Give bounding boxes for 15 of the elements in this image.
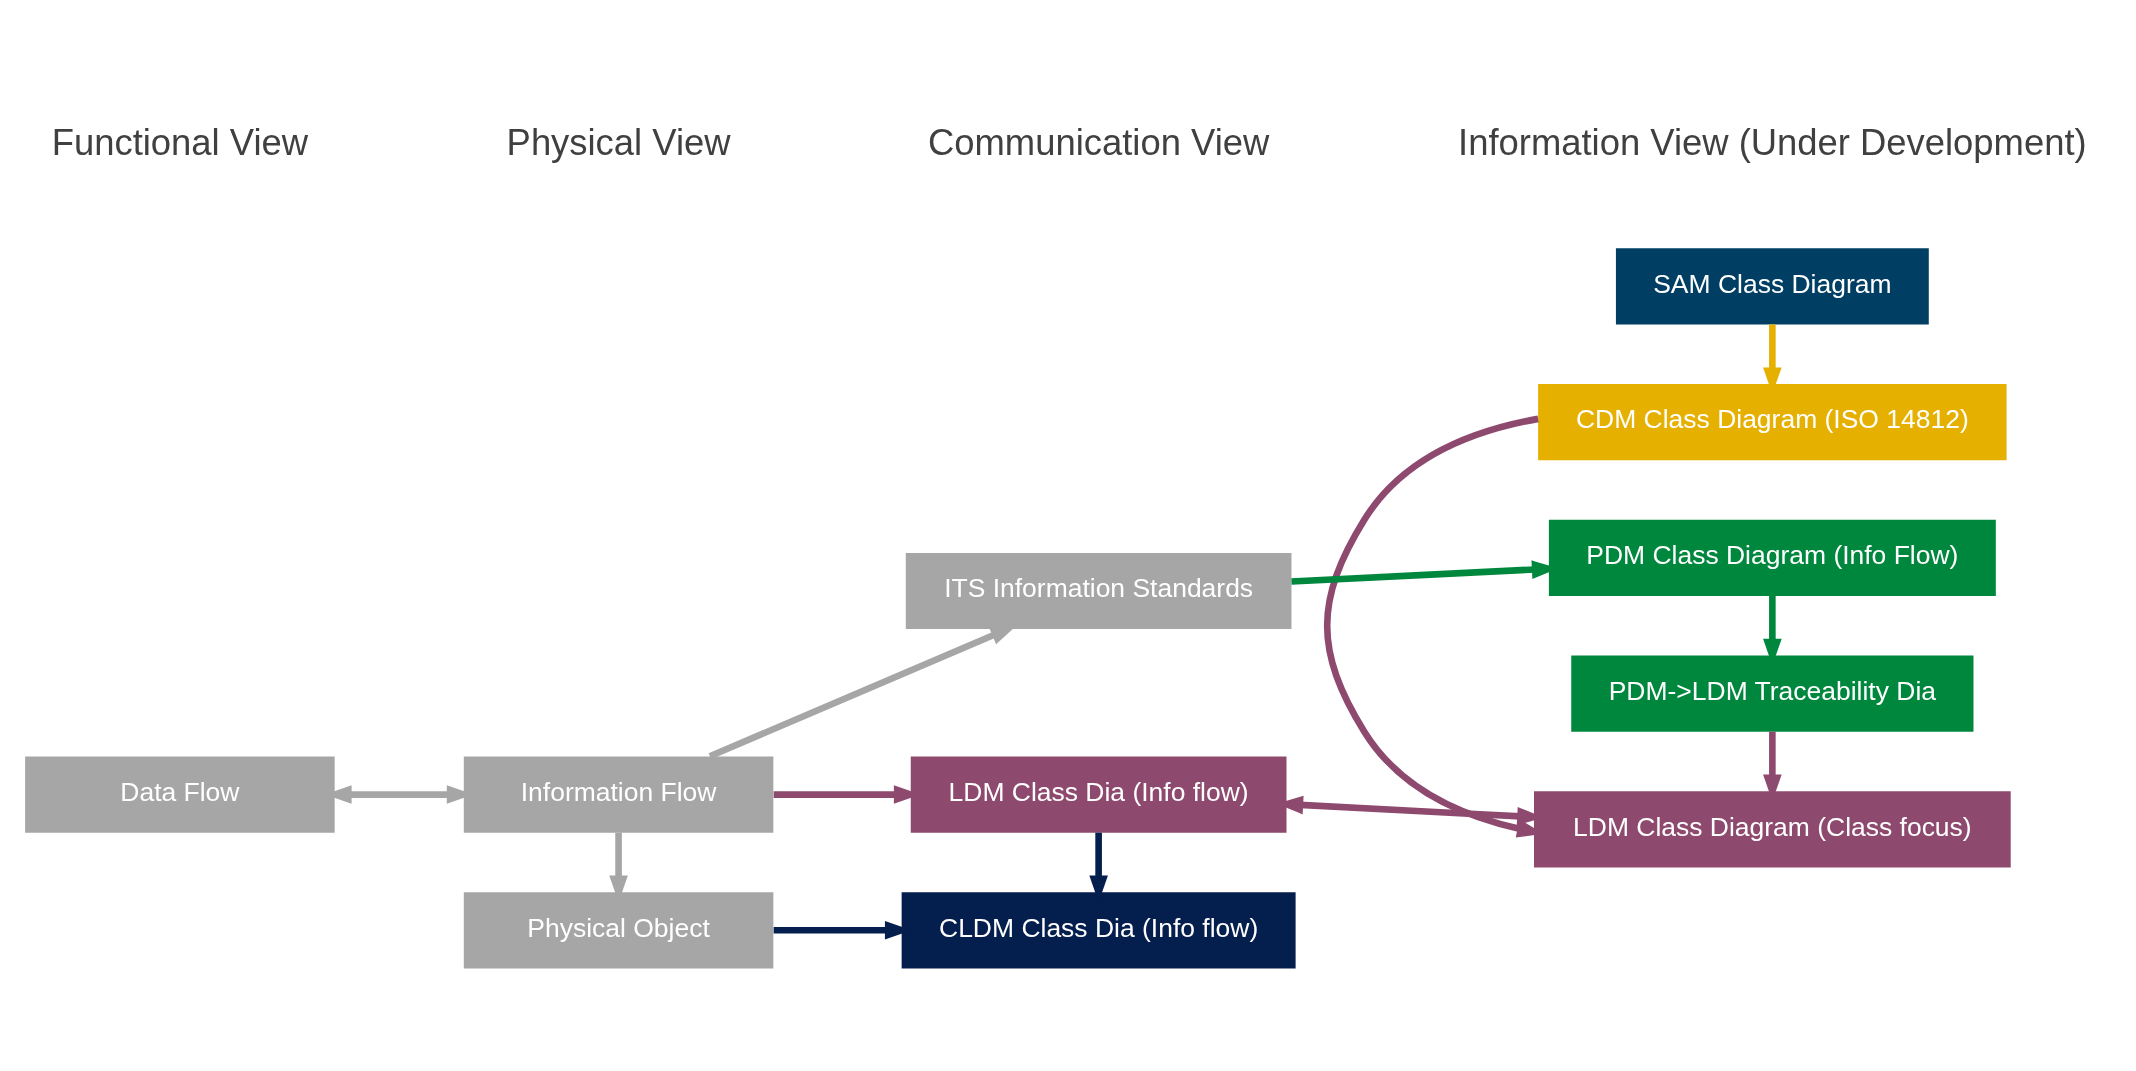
node-box: LDM Class Dia (Info flow): [910, 756, 1287, 833]
node-box: PDM Class Diagram (Info Flow): [1548, 519, 1996, 596]
label: Functional View: [51, 121, 309, 163]
node-box: CDM Class Diagram (ISO 14812): [1538, 384, 2007, 461]
node-box: ITS Information Standards: [905, 552, 1292, 630]
node-box: CLDM Class Dia (Info flow): [901, 892, 1296, 969]
node-box: SAM Class Diagram: [1615, 248, 1929, 325]
node-box: PDM->LDM Traceability Dia: [1571, 655, 1974, 732]
node-box: Physical Object: [463, 892, 774, 969]
label: Physical View: [506, 121, 731, 163]
label: Communication View: [927, 121, 1270, 163]
node-box: Information Flow: [463, 756, 774, 833]
node-box: LDM Class Diagram (Class focus): [1534, 791, 2011, 868]
label: Information View (Under Development): [1458, 121, 2087, 163]
node-box: Data Flow: [25, 756, 335, 833]
